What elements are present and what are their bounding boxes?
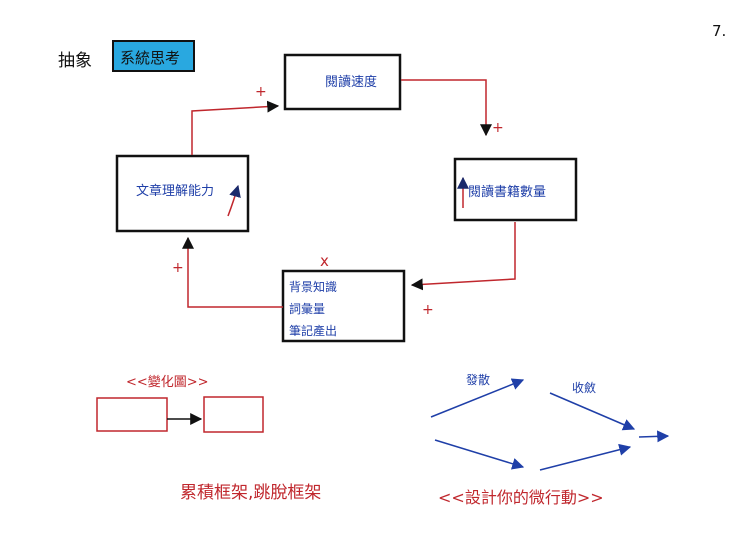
diverge-arrow-up (430, 378, 525, 418)
bottom-left-caption: 累積框架,跳脫框架 (180, 483, 321, 503)
converge-output-arrow (638, 430, 670, 443)
change-diagram-title: <<變化圖>> (126, 374, 209, 390)
sign-plus-1: + (255, 84, 267, 100)
box-background (281, 269, 406, 343)
arrow-books-to-background (410, 222, 516, 291)
box-comprehension (115, 154, 250, 233)
box-background-line-3: 筆記產出 (289, 323, 337, 338)
box-comprehension-label: 文章理解能力 (136, 183, 214, 199)
box-background-sign: x (320, 252, 329, 270)
arrow-background-to-comprehension (182, 236, 283, 308)
diverge-label: 發散 (466, 372, 490, 387)
arrow-speed-to-books (401, 79, 492, 137)
box-reading-speed-label: 閱讀速度 (325, 74, 377, 90)
sign-plus-2: + (492, 120, 504, 136)
converge-arrow-up (539, 443, 632, 471)
header-tag: 系統思考 (120, 49, 180, 67)
box-reading-speed (283, 53, 402, 111)
box-background-line-1: 背景知識 (289, 280, 337, 294)
header-tag-box (112, 40, 195, 72)
page-number: 7. (712, 22, 726, 40)
diverge-arrow-down (434, 439, 525, 470)
sign-plus-3: + (422, 302, 434, 318)
header-label: 抽象 (58, 51, 92, 71)
bottom-right-caption: <<設計你的微行動>> (438, 488, 604, 507)
sign-plus-4: + (172, 260, 184, 276)
converge-arrow-down (549, 392, 636, 431)
comprehension-up-arrow (227, 184, 241, 217)
converge-label: 收斂 (572, 380, 596, 395)
box-book-count (453, 157, 578, 222)
box-background-line-2: 詞彙量 (289, 301, 325, 316)
change-box-left (96, 397, 168, 432)
change-box-right (203, 396, 264, 433)
box-book-count-label: 閱讀書籍數量 (468, 184, 546, 200)
arrow-comprehension-to-speed (191, 100, 280, 155)
